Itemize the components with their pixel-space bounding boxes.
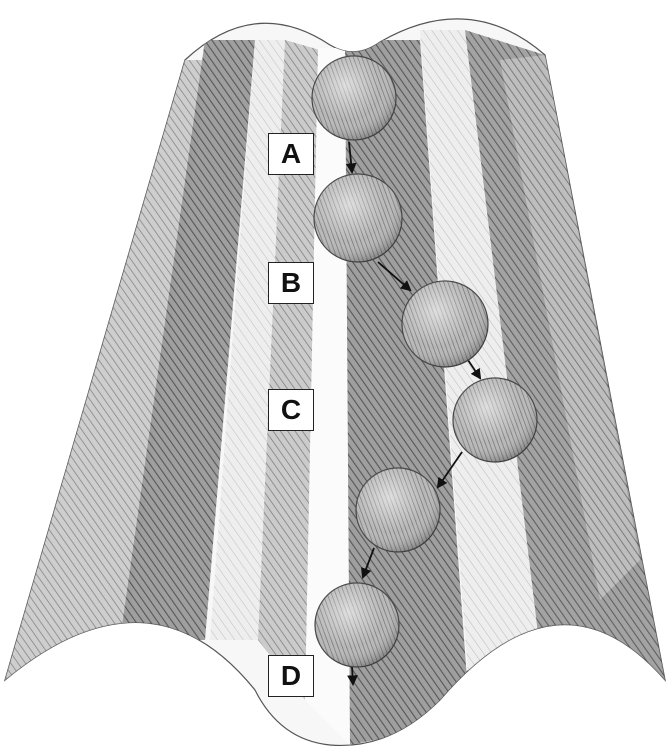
ball-4: [453, 378, 537, 462]
ball-5: [356, 468, 440, 552]
label-b: B: [268, 262, 314, 304]
ball-2: [314, 174, 402, 262]
arrow-6: [352, 666, 353, 684]
label-d: D: [268, 655, 314, 697]
ball-3: [402, 281, 488, 367]
label-c: C: [268, 389, 314, 431]
ball-6: [315, 583, 399, 667]
ball-1: [312, 56, 396, 140]
label-a: A: [268, 133, 314, 175]
